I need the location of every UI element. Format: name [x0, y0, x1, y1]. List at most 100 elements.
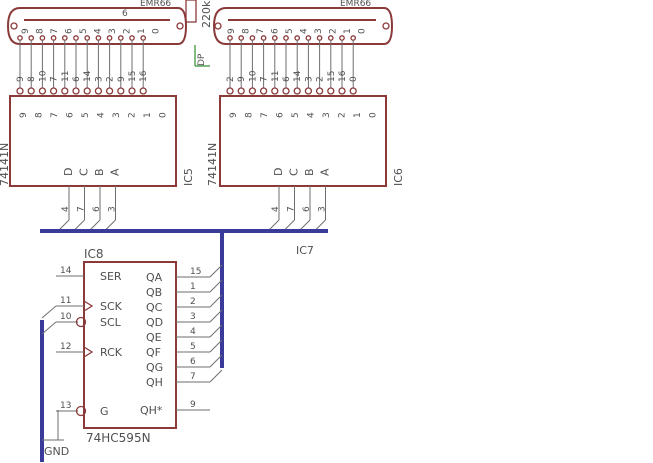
bus-entry: [41, 321, 57, 335]
decoder-input-label: C: [78, 168, 91, 176]
ic8-right-pin-number: 1: [190, 282, 196, 292]
decoder-input-label: B: [93, 168, 106, 176]
ic8-right-pin-name: QD: [146, 316, 163, 329]
decoder-pin-circle: [83, 87, 91, 95]
bus-entry: [209, 309, 223, 323]
nixie-wire-number: 9: [16, 76, 26, 82]
ic6-id: IC6: [392, 168, 405, 186]
dp-label: DP: [197, 53, 207, 66]
bus-entry: [209, 279, 223, 293]
nixie-wire-number: 2: [226, 76, 236, 82]
decoder-output-label: 7: [50, 112, 60, 118]
decoder-output-label: 7: [260, 112, 270, 118]
nixie-left-label: EMR66: [140, 0, 171, 9]
decoder-pin-circle: [49, 87, 58, 95]
nixie-digit: 8: [36, 28, 46, 34]
ic8-right-pin-name: QA: [146, 271, 163, 284]
nixie-wire-number: 10: [248, 70, 258, 82]
nixie-wire-number: 6: [72, 76, 82, 82]
nixie-wire-number: 2: [106, 76, 116, 82]
decoder-pin-circle: [349, 87, 357, 95]
ic8-right-pin-number: 9: [190, 400, 196, 410]
nixie-wire-number: 16: [139, 70, 149, 82]
nixie-pin: [73, 35, 79, 41]
decoder-pin-circle: [237, 87, 245, 95]
nixie-digit: 0: [152, 28, 162, 34]
decoder-output-label: 4: [97, 112, 107, 118]
nixie-right-label: EMR66: [340, 0, 371, 9]
nixie-wire-number: 0: [349, 76, 359, 82]
nixie-pin: [129, 35, 135, 41]
nixie-wire-number: 11: [271, 71, 281, 82]
ic5-part: 74141N: [0, 143, 11, 186]
decoder-output-label: 9: [19, 112, 29, 118]
decoder-pin-circle: [117, 87, 125, 95]
decoder-output-label: 3: [322, 112, 332, 118]
nixie-wire-number: 14: [293, 70, 303, 82]
decoder-pin-circle: [61, 87, 69, 95]
ic8-right-pin-name: QE: [146, 331, 162, 344]
decoder-output-label: 9: [229, 112, 239, 118]
ic8-left-pin-number: 14: [60, 266, 72, 276]
decoder-pin-circle: [315, 87, 324, 95]
decoder-output-label: 0: [369, 112, 379, 118]
ic8-right-pin-name: QB: [146, 286, 162, 299]
decoder-pin-circle: [271, 87, 279, 95]
ic8-right-pin-number: 5: [190, 342, 196, 352]
nixie-pin: [238, 35, 245, 41]
nixie-tube-right: EMR66: [212, 0, 394, 45]
bus-entry: [209, 339, 223, 353]
nixie-wire-number: 2: [316, 76, 326, 82]
inversion-bubble: [75, 316, 87, 328]
nixie-pin: [106, 35, 113, 41]
decoder-output-label: 8: [245, 112, 255, 118]
nixie-pin: [305, 35, 312, 41]
decoder-bus-pin: 4: [61, 206, 71, 212]
ic8-left-pin-number: 11: [60, 296, 71, 306]
nixie-wire-number: 7: [260, 76, 270, 82]
decoder-pin-circle: [139, 87, 147, 95]
nixie-pin: [294, 35, 301, 41]
nixie-pin: [249, 35, 256, 41]
decoder-bus-pin: 6: [92, 206, 102, 212]
bus-entry: [209, 324, 223, 338]
nixie-tube-left: EMR66 6: [6, 0, 188, 45]
ic8-left-pin-name: SER: [100, 270, 122, 283]
data-bus: IC7: [40, 229, 328, 462]
ic8-right-pin-number: 3: [190, 312, 196, 322]
nixie-pin: [339, 35, 345, 41]
decoder-bus-pin: 7: [287, 206, 297, 212]
ic8-left-pin-name: G: [100, 405, 109, 418]
nixie-digit: 7: [256, 28, 266, 34]
nixie-pin: [140, 35, 147, 41]
nixie-pin: [17, 35, 23, 41]
nixie-pin: [271, 35, 278, 41]
decoder-pin-circle: [16, 87, 24, 95]
nixie-wire-number: 8: [27, 76, 37, 82]
clock-marker: [83, 346, 94, 358]
ic8-left-pin-number: 13: [60, 401, 71, 411]
bus-label: IC7: [296, 244, 314, 257]
decoder-output-label: 4: [307, 112, 317, 118]
ic5-id: IC5: [182, 168, 195, 186]
decoder-pin-circle: [293, 87, 301, 95]
ic8-left-pin-number: 10: [60, 312, 72, 322]
ic8-left-pin-name: SCL: [100, 316, 122, 329]
nixie-pin: [316, 35, 323, 41]
ic8-right-pin-name: QG: [146, 361, 163, 374]
nixie-wire-number: 9: [117, 76, 127, 82]
nixie-digit: 3: [108, 28, 118, 34]
decoder-input-label: A: [319, 168, 332, 176]
nixie-digit: 4: [94, 28, 104, 34]
resistor-value: 220k: [200, 0, 213, 28]
decoder-pin-circle: [105, 87, 114, 95]
gnd-symbol: GND: [42, 410, 69, 458]
decoder-pin-circle: [327, 87, 335, 95]
nixie-digit: 2: [123, 28, 133, 34]
nixie-wire-number: 16: [338, 70, 348, 82]
nixie-digit: 0: [358, 28, 368, 34]
